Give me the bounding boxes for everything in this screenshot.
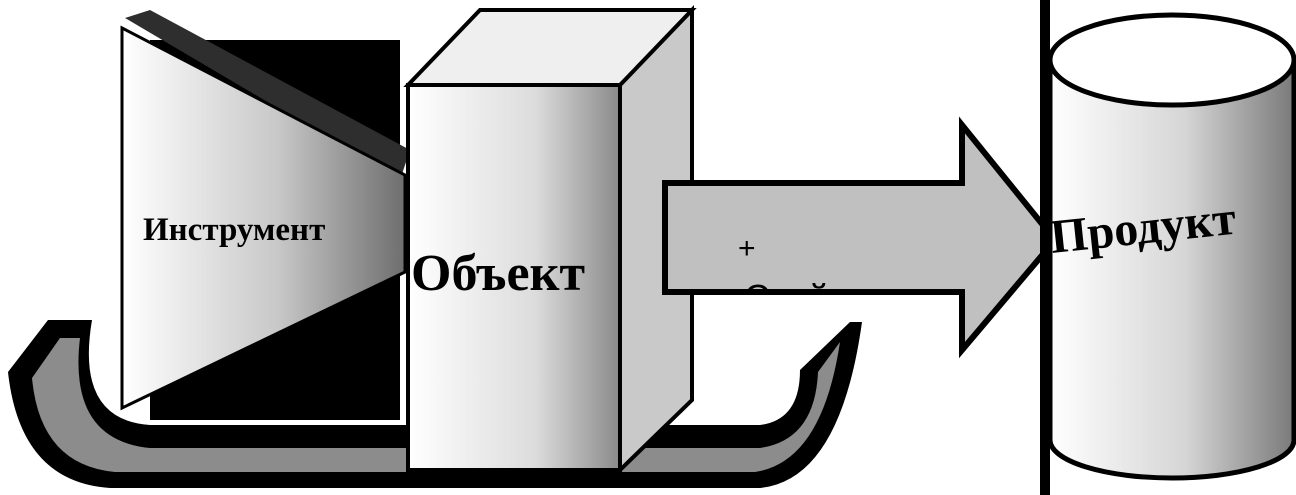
object-label: Объект (411, 245, 585, 302)
product-cylinder-body (1050, 60, 1294, 478)
arrow-partial-label: Свой (744, 277, 829, 318)
transform-arrow (665, 125, 1055, 350)
arrow-plus-sign: + (738, 232, 756, 265)
arrow-partial-label-clip: Свой (744, 277, 829, 318)
product-cylinder-shadow (1040, 0, 1050, 495)
tool-label: Инструмент (143, 212, 325, 248)
product-cylinder-top (1050, 15, 1294, 105)
